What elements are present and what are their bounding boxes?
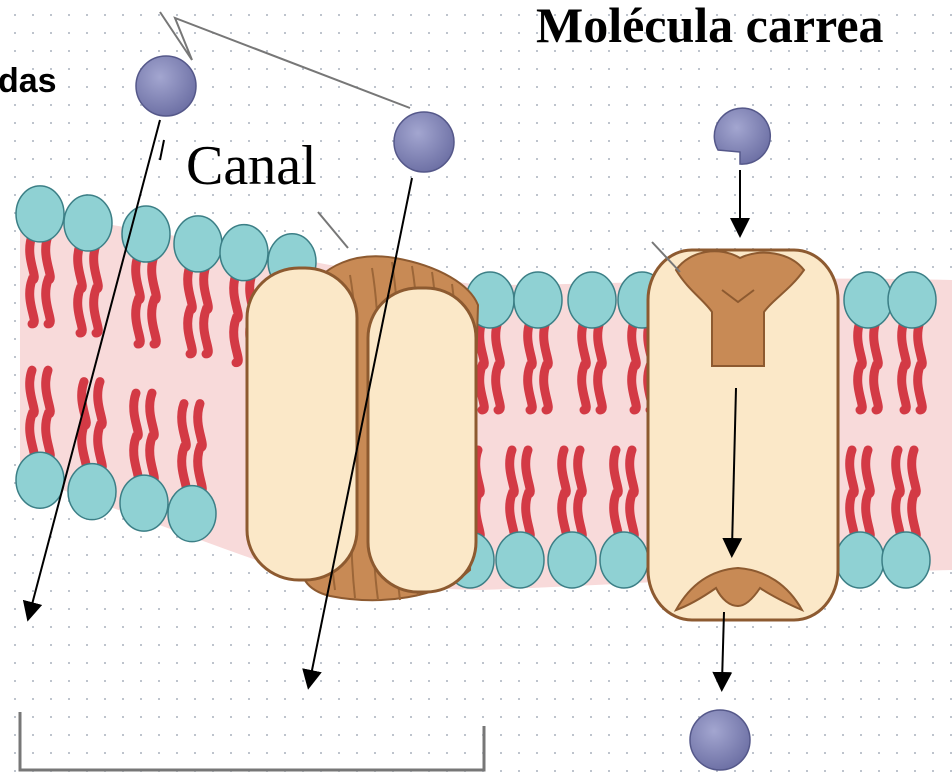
phospholipid-tail-lower [578, 450, 583, 538]
diffusion-up-tick [160, 140, 164, 160]
phospholipid-tail-lower [866, 450, 871, 538]
simple-diffusion-pointer-line [160, 12, 410, 108]
phospholipid-tail-lower [134, 393, 139, 481]
phospholipid-tail-lower [30, 370, 35, 458]
phospholipid-head-upper [568, 272, 616, 328]
phospholipid-head-upper [174, 216, 222, 272]
phospholipid-tail-upper [152, 256, 157, 344]
phospholipid-tail-lower [198, 404, 203, 492]
phospholipid-tail-upper [136, 256, 141, 344]
phospholipid-tail-upper [234, 275, 239, 363]
phospholipid-head-lower [836, 532, 884, 588]
solute-molecule-carrier-bottom [690, 710, 750, 770]
phospholipid-head-upper [64, 195, 112, 251]
phospholipid-tail-upper [632, 322, 637, 410]
phospholipid-tail-upper [46, 236, 51, 324]
phospholipid-head-lower [120, 475, 168, 531]
phospholipid-tail-upper [188, 266, 193, 354]
phospholipid-head-lower [882, 532, 930, 588]
phospholipid-tail-upper [598, 322, 603, 410]
phospholipid-head-lower [68, 464, 116, 520]
carrier-molecule-label: Molécula carrea [536, 0, 884, 54]
phospholipid-tail-upper [94, 245, 99, 333]
phospholipid-tail-upper [902, 322, 907, 410]
phospholipid-tail-upper [496, 322, 501, 410]
phospholipid-tail-lower [912, 450, 917, 538]
channel-protein-right-subunit [368, 288, 476, 592]
solute-molecule-carrier-top [714, 108, 770, 164]
phospholipid-tail-upper [582, 322, 587, 410]
simple-diffusion-label: das [0, 62, 57, 101]
phospholipid-head-upper [888, 272, 936, 328]
phospholipid-tail-lower [630, 450, 635, 538]
phospholipid-tail-lower [614, 450, 619, 538]
passive-transport-bracket [20, 712, 484, 770]
phospholipid-tail-lower [182, 404, 187, 492]
carrier-protein [648, 250, 838, 620]
phospholipid-tail-lower [46, 370, 51, 458]
phospholipid-tail-lower [510, 450, 515, 538]
solute-molecule-diffusion [136, 56, 196, 116]
phospholipid-tail-lower [896, 450, 901, 538]
phospholipid-tail-upper [204, 266, 209, 354]
phospholipid-head-lower [168, 486, 216, 542]
phospholipid-tail-lower [562, 450, 567, 538]
carrier-arrow-out [722, 612, 724, 682]
phospholipid-tail-upper [78, 245, 83, 333]
channel-label: Canal [186, 134, 317, 198]
phospholipid-tail-upper [858, 322, 863, 410]
phospholipid-tail-upper [480, 322, 485, 410]
phospholipid-head-upper [16, 186, 64, 242]
phospholipid-tail-upper [528, 322, 533, 410]
phospholipid-head-upper [844, 272, 892, 328]
phospholipid-head-upper [514, 272, 562, 328]
phospholipid-tail-lower [850, 450, 855, 538]
phospholipid-head-lower [16, 452, 64, 508]
phospholipid-head-upper [220, 225, 268, 281]
phospholipid-head-lower [600, 532, 648, 588]
phospholipid-head-lower [496, 532, 544, 588]
phospholipid-tail-upper [874, 322, 879, 410]
solute-molecule-channel [394, 112, 454, 172]
channel-pointer-line [318, 212, 348, 248]
phospholipid-head-lower [548, 532, 596, 588]
phospholipid-tail-upper [918, 322, 923, 410]
phospholipid-tail-lower [150, 393, 155, 481]
phospholipid-tail-upper [30, 236, 35, 324]
phospholipid-tail-lower [526, 450, 531, 538]
phospholipid-tail-lower [98, 382, 103, 470]
phospholipid-tail-upper [544, 322, 549, 410]
phospholipid-tail-lower [82, 382, 87, 470]
channel-protein [247, 256, 478, 600]
